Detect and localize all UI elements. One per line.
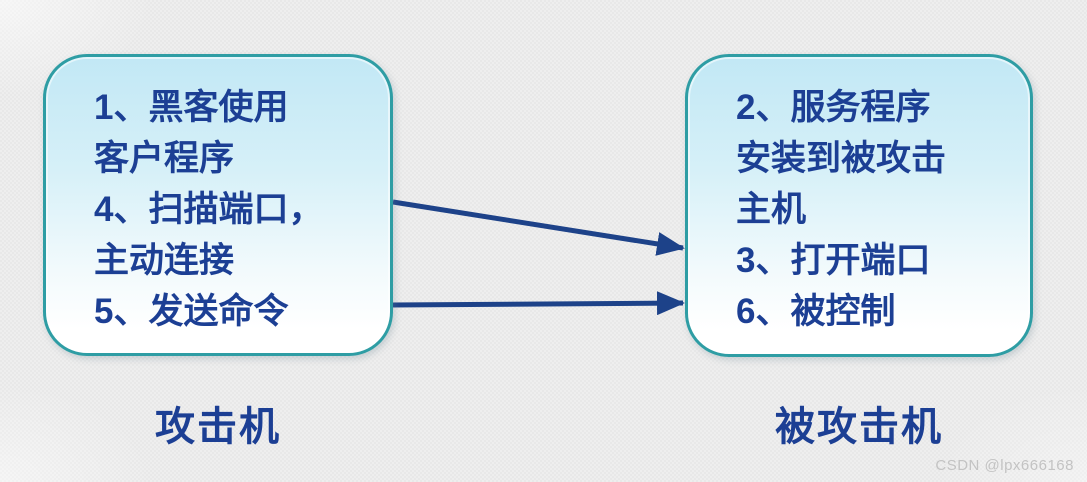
victim-box-line: 3、打开端口	[736, 241, 931, 280]
victim-label: 被攻击机	[775, 405, 943, 449]
attacker-box-line: 4、扫描端口，	[94, 190, 324, 229]
victim-box-line: 6、被控制	[736, 292, 896, 331]
attacker-box: 1、黑客使用 客户程序 4、扫描端口， 主动连接 5、发送命令	[43, 54, 393, 356]
arrow-attacker-to-victim-top	[392, 199, 685, 256]
attacker-box-line: 客户程序	[94, 139, 235, 178]
attacker-label: 攻击机	[155, 405, 281, 449]
victim-box: 2、服务程序 安装到被攻击 主机 3、打开端口 6、被控制	[685, 54, 1033, 357]
victim-box-line: 2、服务程序	[736, 88, 931, 127]
attacker-box-line: 5、发送命令	[94, 292, 289, 331]
attacker-box-line: 1、黑客使用	[94, 88, 289, 127]
arrow-attacker-to-victim-bottom	[390, 291, 685, 316]
watermark: CSDN @lpx666168	[935, 457, 1074, 474]
victim-box-line: 安装到被攻击	[736, 139, 947, 178]
attacker-box-line: 主动连接	[94, 241, 235, 280]
victim-box-line: 主机	[736, 190, 807, 229]
